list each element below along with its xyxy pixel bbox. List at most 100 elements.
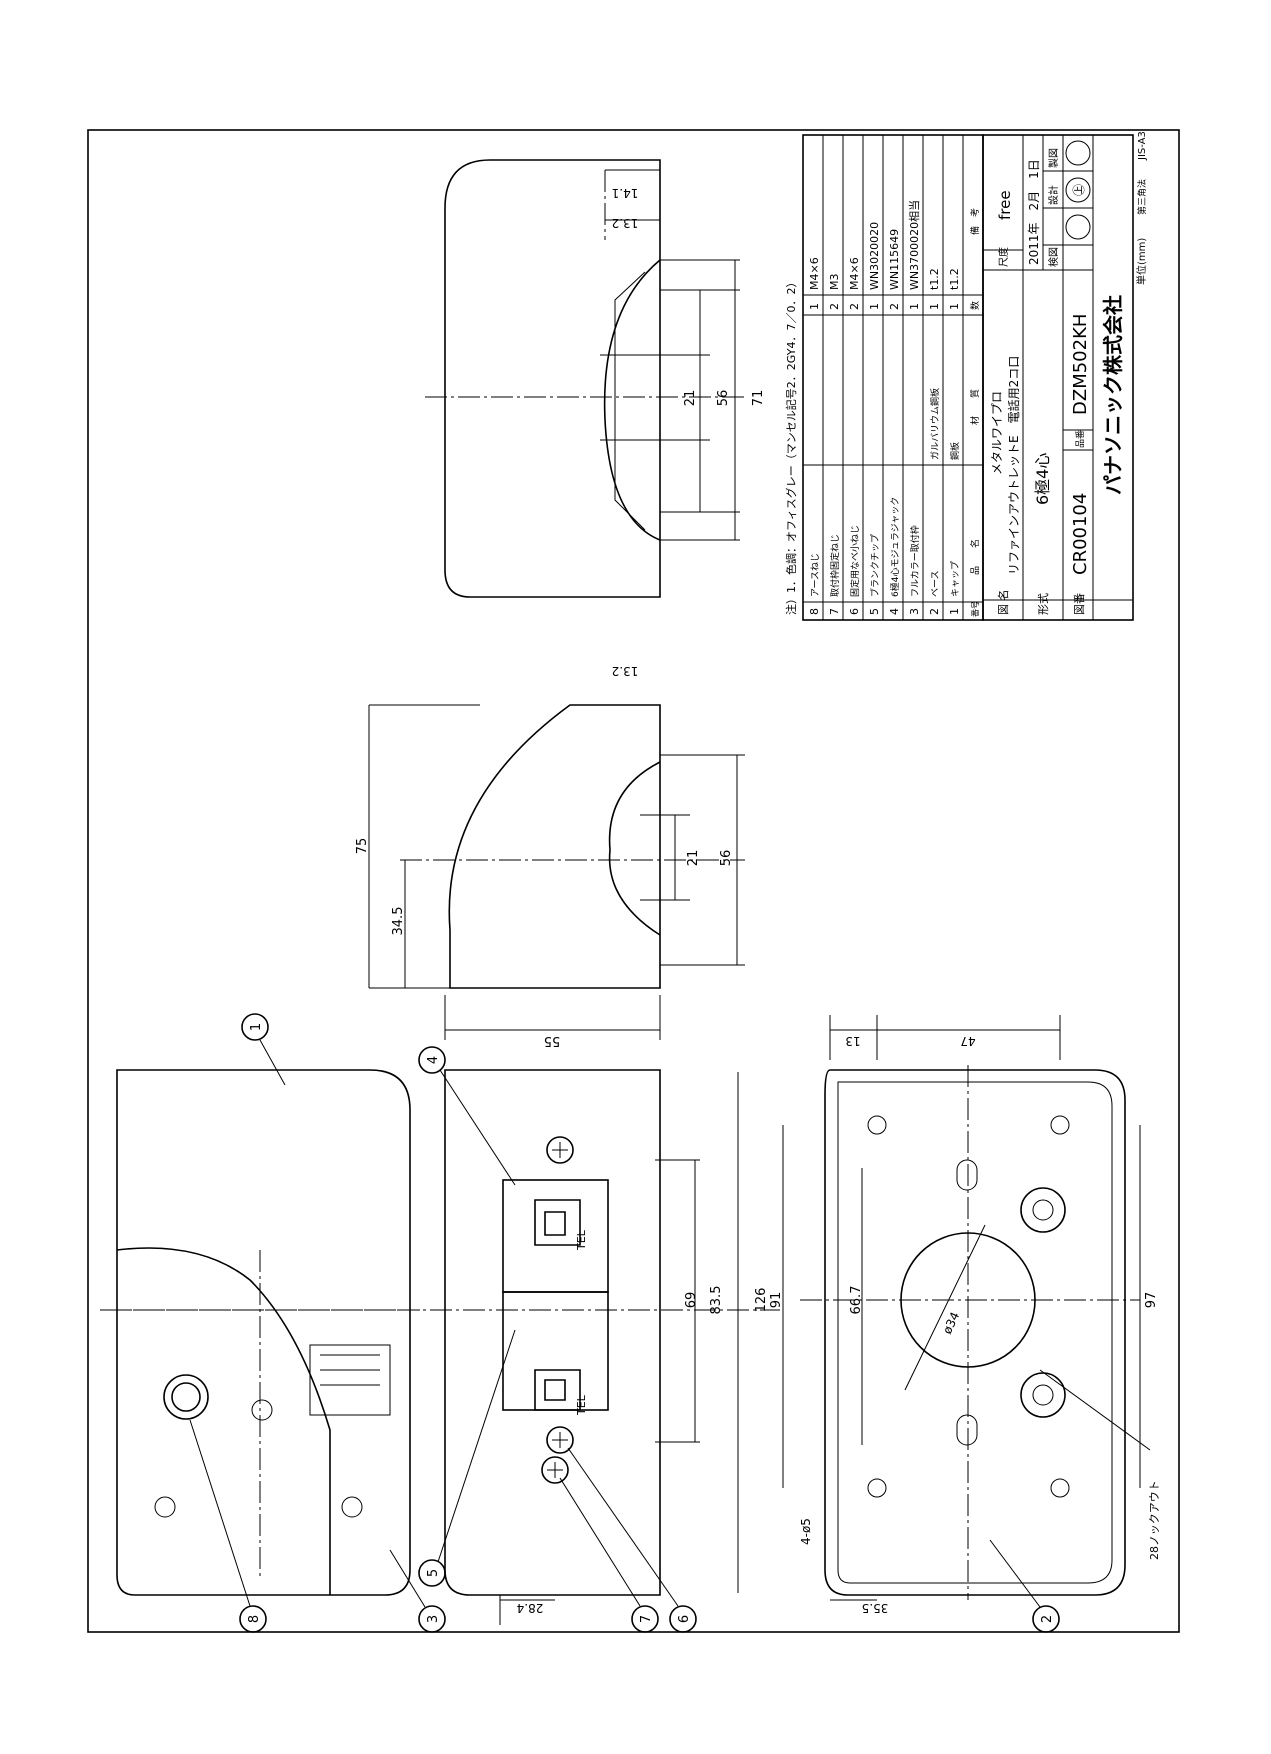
svg-text:1: 1 bbox=[948, 303, 961, 310]
approval-stamp-3 bbox=[1065, 140, 1091, 166]
svg-text:キャップ: キャップ bbox=[950, 561, 961, 597]
dim-phi34: ø34 bbox=[940, 1310, 962, 1336]
svg-text:1: 1 bbox=[928, 303, 941, 310]
parts-row: 6 固定用なべ小ねじ 2 M4×6 bbox=[848, 257, 861, 615]
svg-text:品 名: 品 名 bbox=[969, 539, 981, 575]
svg-text:7: 7 bbox=[828, 608, 841, 615]
svg-text:WN115649: WN115649 bbox=[888, 229, 901, 290]
product-number: DZM502KH bbox=[1070, 314, 1091, 415]
dim-35-5: 35.5 bbox=[862, 1601, 889, 1615]
base-view: ø34 91 66.7 97 13 47 35.5 4-ø5 28ノックアウト bbox=[769, 1015, 1161, 1615]
design-label: 設計 bbox=[1047, 185, 1060, 205]
dim-21-right: 21 bbox=[683, 390, 698, 407]
dim-69: 69 bbox=[684, 1292, 699, 1309]
svg-text:t1.2: t1.2 bbox=[948, 268, 961, 290]
svg-text:1: 1 bbox=[948, 608, 961, 615]
paper-size: JIS-A3 bbox=[1137, 131, 1148, 161]
cap-view bbox=[110, 1069, 420, 1596]
screw-upper bbox=[546, 1136, 574, 1164]
unit-label: 単位(mm) bbox=[1135, 238, 1148, 285]
svg-text:数: 数 bbox=[969, 301, 981, 310]
check-label: 検図 bbox=[1047, 247, 1060, 267]
balloon-8: 8 bbox=[189, 1419, 267, 1633]
svg-text:番号: 番号 bbox=[970, 601, 980, 617]
dim-21-mid: 21 bbox=[686, 850, 701, 867]
balloon-3: 3 bbox=[389, 1549, 446, 1633]
dim-97: 97 bbox=[1144, 1292, 1159, 1309]
svg-text:鋼板: 鋼板 bbox=[949, 442, 961, 460]
svg-text:1: 1 bbox=[868, 303, 881, 310]
svg-text:5: 5 bbox=[868, 608, 881, 615]
svg-text:6: 6 bbox=[677, 1615, 692, 1623]
label-knockout: 28ノックアウト bbox=[1148, 1480, 1161, 1560]
svg-text:5: 5 bbox=[426, 1569, 441, 1577]
front-view: TEL TEL 69 83.5 126 28.4 bbox=[100, 1069, 780, 1625]
svg-text:ベース: ベース bbox=[931, 570, 941, 597]
drawing-date: 2011年 2月 1日 bbox=[1027, 159, 1041, 265]
svg-text:WN3700020相当: WN3700020相当 bbox=[907, 200, 921, 290]
drawing-number: CR00104 bbox=[1070, 493, 1091, 575]
svg-text:4: 4 bbox=[888, 608, 901, 615]
screw-lower bbox=[546, 1426, 574, 1454]
balloon-1: 1 bbox=[241, 1013, 286, 1086]
dim-14-1: 14.1 bbox=[612, 186, 639, 200]
svg-text:ガルバリウム鋼板: ガルバリウム鋼板 bbox=[929, 388, 941, 460]
dim-56-mid: 56 bbox=[719, 850, 734, 867]
svg-text:M4×6: M4×6 bbox=[808, 257, 821, 290]
dim-71: 71 bbox=[751, 390, 766, 407]
model-value: 6極4心 bbox=[1033, 453, 1052, 505]
svg-text:6極4心モジュラジャック: 6極4心モジュラジャック bbox=[889, 497, 901, 597]
svg-text:M3: M3 bbox=[828, 274, 841, 291]
parts-row: 3 フルカラー取付枠 1 WN3700020相当 bbox=[907, 200, 921, 615]
projection-label: 第三角法 bbox=[1136, 179, 1148, 215]
title-block: 図 名 メタルワイプロ リファインアウトレットE 電話用2コ口 尺度 free … bbox=[982, 131, 1148, 621]
svg-text:フルカラー取付枠: フルカラー取付枠 bbox=[909, 525, 921, 597]
part-balloons: 1 4 5 3 8 7 6 2 bbox=[189, 1013, 1060, 1633]
svg-text:8: 8 bbox=[808, 608, 821, 615]
parts-row: 4 6極4心モジュラジャック 2 WN115649 bbox=[888, 229, 901, 615]
screw-frame bbox=[541, 1456, 569, 1484]
dim-55: 55 bbox=[544, 1033, 561, 1048]
parts-row: 5 ブランクチップ 1 WN3020020 bbox=[868, 222, 881, 615]
dim-13-2-top: 13.2 bbox=[612, 216, 639, 230]
svg-text:固定用なべ小ねじ: 固定用なべ小ねじ bbox=[849, 525, 861, 597]
svg-text:備 考: 備 考 bbox=[969, 208, 981, 235]
parts-table: 8 アースねじ 1 M4×6 7 取付枠固定ねじ 2 M3 6 固定用なべ小ねじ… bbox=[802, 134, 984, 621]
balloon-5: 5 bbox=[418, 1329, 516, 1587]
svg-text:ブランクチップ: ブランクチップ bbox=[869, 534, 881, 597]
company-name: パナソニック株式会社 bbox=[1101, 295, 1125, 495]
approval-stamp-1 bbox=[1065, 214, 1091, 240]
title-and-parts-block: 注）1．色調：オフィスグレー（マンセル記号2．2GY4．7／0．2） 8 アース… bbox=[784, 131, 1148, 621]
svg-text:M4×6: M4×6 bbox=[848, 257, 861, 290]
svg-text:取付枠固定ねじ: 取付枠固定ねじ bbox=[829, 534, 841, 597]
svg-text:8: 8 bbox=[247, 1615, 262, 1623]
jack-frame-upper bbox=[502, 1179, 609, 1293]
svg-text:1: 1 bbox=[908, 303, 921, 310]
dim-66-7: 66.7 bbox=[849, 1286, 864, 1315]
title-name-line1: メタルワイプロ bbox=[990, 391, 1004, 475]
svg-text:1: 1 bbox=[249, 1023, 264, 1031]
make-label: 製図 bbox=[1047, 148, 1060, 168]
svg-text:2: 2 bbox=[828, 303, 841, 310]
svg-text:3: 3 bbox=[908, 608, 921, 615]
svg-text:7: 7 bbox=[639, 1615, 654, 1623]
jack-label-upper: TEL bbox=[575, 1229, 588, 1251]
parts-row: 2 ベース ガルバリウム鋼板 1 t1.2 bbox=[928, 268, 941, 615]
title-name-line2: リファインアウトレットE 電話用2コ口 bbox=[1006, 356, 1021, 575]
balloon-4: 4 bbox=[418, 1046, 516, 1186]
svg-text:2: 2 bbox=[1040, 1615, 1055, 1623]
dim-13-2-mid: 13.2 bbox=[612, 664, 639, 678]
drawing-border bbox=[87, 129, 1180, 1633]
number-label: 図番 bbox=[1073, 593, 1086, 615]
svg-text:1: 1 bbox=[808, 303, 821, 310]
dim-83-5: 83.5 bbox=[709, 1286, 724, 1315]
svg-text:アースねじ: アースねじ bbox=[810, 553, 821, 597]
dim-13: 13 bbox=[845, 1034, 860, 1048]
side-view-right: 21 56 71 13.2 14.1 bbox=[425, 159, 766, 598]
balloon-6: 6 bbox=[567, 1447, 697, 1633]
drawing-note: 注）1．色調：オフィスグレー（マンセル記号2．2GY4．7／0．2） bbox=[784, 277, 798, 615]
model-label: 形式 bbox=[1037, 593, 1050, 615]
balloon-7: 7 bbox=[559, 1477, 659, 1633]
